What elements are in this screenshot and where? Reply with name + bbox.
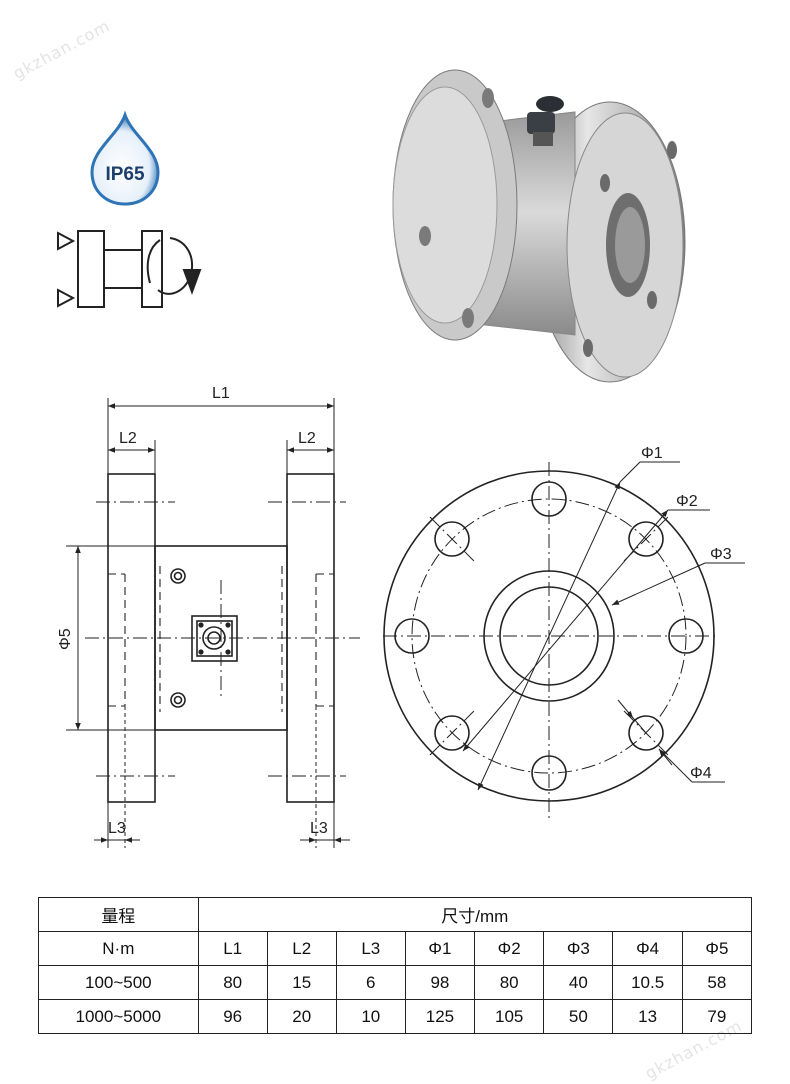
column-header: Φ4 xyxy=(612,931,683,966)
table-cell: 50 xyxy=(543,999,614,1034)
table-cell: 6 xyxy=(335,965,406,1000)
spec-table: 量程 尺寸/mm N·m L1 L2 L3 Φ1 Φ2 Φ3 Φ4 Φ5 100… xyxy=(38,897,753,1034)
table-cell: 79 xyxy=(681,999,753,1034)
dim-label-phi3: Φ3 xyxy=(710,546,732,563)
column-header: L2 xyxy=(266,931,337,966)
table-cell: 13 xyxy=(612,999,683,1034)
dim-label-l2-right: L2 xyxy=(298,430,316,447)
unit-cell: N·m xyxy=(38,931,199,966)
column-header: Φ5 xyxy=(681,931,753,966)
table-cell: 10 xyxy=(335,999,406,1034)
dim-label-phi2: Φ2 xyxy=(676,493,698,510)
dim-label-l3-left: L3 xyxy=(108,820,126,837)
table-unit-row: N·m L1 L2 L3 Φ1 Φ2 Φ3 Φ4 Φ5 xyxy=(38,931,753,966)
column-header: Φ3 xyxy=(543,931,614,966)
table-row: 100~500 80 15 6 98 80 40 10.5 58 xyxy=(38,965,753,1000)
table-header-row: 量程 尺寸/mm xyxy=(38,897,753,932)
column-header: Φ2 xyxy=(474,931,545,966)
table-cell: 105 xyxy=(474,999,545,1034)
column-header: L3 xyxy=(335,931,406,966)
table-cell: 58 xyxy=(681,965,753,1000)
dim-label-l2-left: L2 xyxy=(119,430,137,447)
table-cell: 20 xyxy=(266,999,337,1034)
table-row: 1000~5000 96 20 10 125 105 50 13 79 xyxy=(38,999,753,1034)
table-cell: 96 xyxy=(197,999,268,1034)
dim-label-phi4: Φ4 xyxy=(690,765,712,782)
product-photo xyxy=(392,69,686,383)
column-header: Φ1 xyxy=(404,931,476,966)
front-view xyxy=(383,461,745,818)
dim-label-phi5: Φ5 xyxy=(57,628,74,650)
size-header: 尺寸/mm xyxy=(197,897,753,932)
table-cell: 80 xyxy=(474,965,545,1000)
range-cell: 1000~5000 xyxy=(38,999,199,1034)
water-drop-icon xyxy=(90,110,160,206)
dim-label-l1: L1 xyxy=(212,385,230,402)
range-cell: 100~500 xyxy=(38,965,199,1000)
table-cell: 125 xyxy=(404,999,476,1034)
table-cell: 80 xyxy=(197,965,268,1000)
table-cell: 40 xyxy=(543,965,614,1000)
column-header: L1 xyxy=(197,931,268,966)
side-view xyxy=(66,398,360,848)
table-cell: 15 xyxy=(266,965,337,1000)
torque-symbol-icon xyxy=(57,230,202,308)
table-cell: 98 xyxy=(404,965,476,1000)
range-header: 量程 xyxy=(38,897,199,932)
dim-label-l3-right: L3 xyxy=(310,820,328,837)
ip65-label: IP65 xyxy=(105,164,145,185)
table-cell: 10.5 xyxy=(612,965,683,1000)
ip65-badge: IP65 xyxy=(90,110,160,206)
dim-label-phi1: Φ1 xyxy=(641,445,663,462)
